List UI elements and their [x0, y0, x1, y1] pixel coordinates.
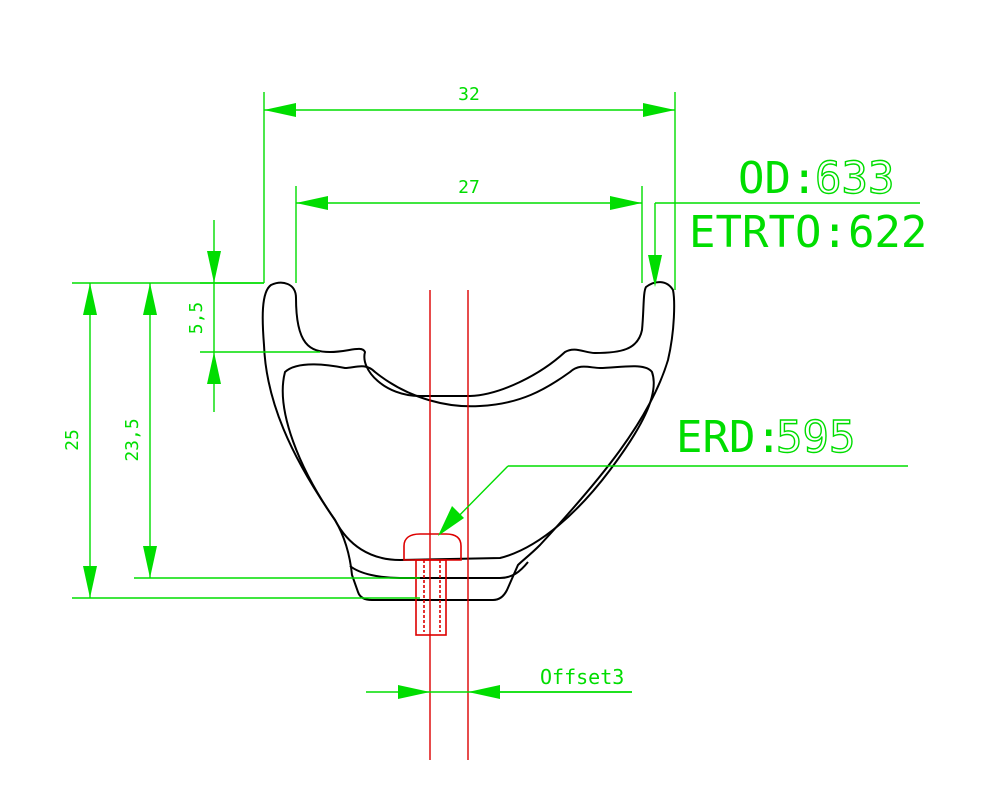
arrow-right	[398, 685, 430, 699]
arrow-right	[643, 103, 675, 117]
inner-height-label: 23,5	[122, 418, 143, 461]
outer-width-label: 32	[458, 84, 480, 105]
rim-profile	[261, 281, 676, 601]
etrto-arrow	[648, 255, 662, 287]
od-key: OD:	[738, 153, 817, 204]
hook-depth-dimension: 5,5	[186, 220, 320, 412]
od-etrto-callout: OD: 633 ETRTO:622	[648, 152, 927, 287]
erd-arrow	[438, 506, 464, 536]
erd-key: ERD:	[676, 412, 782, 463]
arrow-right	[610, 196, 642, 210]
hook-depth-label: 5,5	[186, 302, 207, 335]
nipple	[403, 533, 462, 636]
nipple-head	[403, 533, 462, 561]
nipple-body	[415, 559, 447, 636]
arrow-left	[296, 196, 328, 210]
arrow-down	[207, 251, 221, 283]
arrow-up	[207, 352, 221, 384]
etrto-label: ETRTO:622	[689, 207, 927, 258]
arrow-up	[143, 283, 157, 315]
arrow-up	[83, 283, 97, 315]
rim-bed-line	[349, 561, 529, 579]
total-height-label: 25	[62, 429, 83, 451]
arrow-left	[264, 103, 296, 117]
inner-width-dimension: 27	[295, 177, 643, 283]
outer-width-dimension: 32	[263, 84, 676, 290]
total-height-dimension: 25	[62, 282, 420, 599]
arrow-down	[143, 546, 157, 578]
erd-callout: ERD: 595	[438, 411, 908, 536]
offset-dimension: Offset3	[366, 665, 632, 699]
inner-width-label: 27	[458, 177, 480, 198]
arrow-down	[83, 566, 97, 598]
arrow-left	[468, 685, 500, 699]
inner-height-dimension: 23,5	[122, 283, 420, 579]
od-value: 633	[815, 153, 894, 204]
rim-inner-cavity	[281, 363, 655, 562]
offset-label: Offset3	[540, 665, 624, 689]
erd-value: 595	[776, 412, 855, 463]
